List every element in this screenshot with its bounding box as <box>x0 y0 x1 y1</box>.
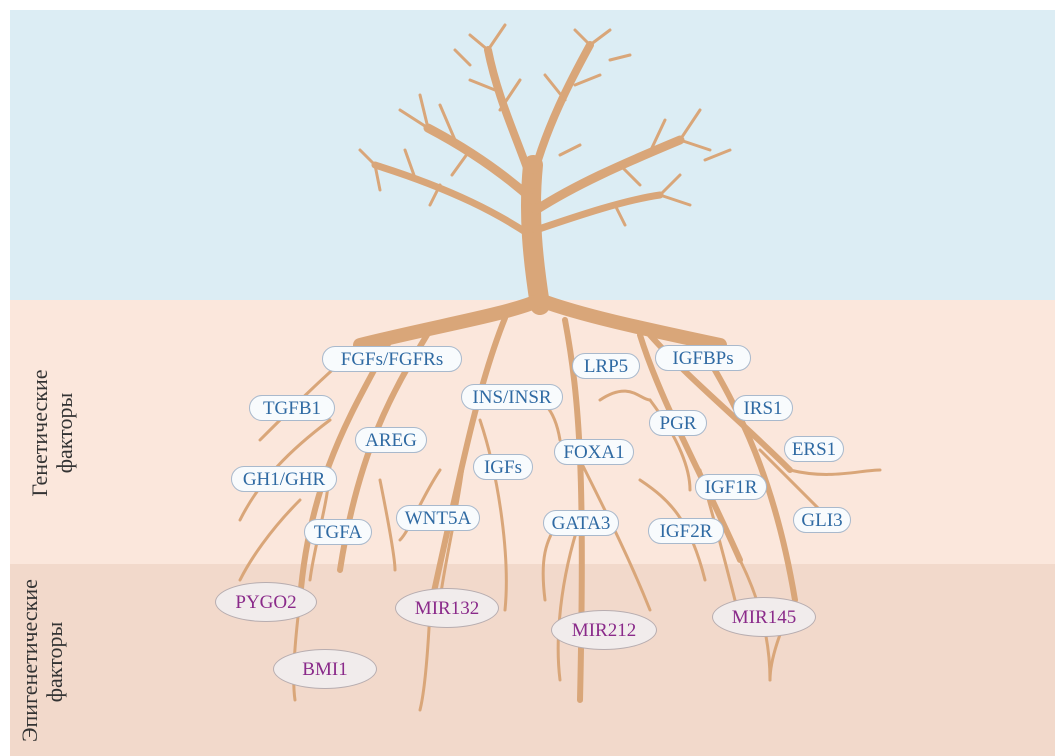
epigenetic-label-line2: факторы <box>42 582 67 742</box>
gene-tgfa: TGFA <box>304 519 372 545</box>
gene-irs1: IRS1 <box>733 395 793 421</box>
gene-igfs: IGFs <box>473 454 533 480</box>
gene-tgfb1: TGFB1 <box>249 395 335 421</box>
gene-gh1-ghr: GH1/GHR <box>231 466 337 492</box>
genetic-label-line1: Генетические <box>27 353 52 513</box>
gene-igf1r: IGF1R <box>695 474 767 500</box>
gene-gli3: GLI3 <box>793 507 851 533</box>
epi-bmi1: BMI1 <box>273 649 377 689</box>
gene-areg: AREG <box>355 427 427 453</box>
gene-fgfs-fgfrs: FGFs/FGFRs <box>322 346 462 372</box>
gene-wnt5a: WNT5A <box>396 505 480 531</box>
epigenetic-factors-label: Эпигенетические факторы <box>17 582 69 742</box>
genetic-label-line2: факторы <box>52 353 77 513</box>
gene-igf2r: IGF2R <box>648 518 724 544</box>
genetic-factors-label: Генетические факторы <box>27 353 79 513</box>
epi-pygo2: PYGO2 <box>215 582 317 622</box>
gene-gata3: GATA3 <box>543 510 619 536</box>
epi-mir212: MIR212 <box>551 610 657 650</box>
epi-mir145: MIR145 <box>712 597 816 637</box>
gene-ins-insr: INS/INSR <box>461 384 563 410</box>
gene-igfbps: IGFBPs <box>655 345 751 371</box>
gene-ers1: ERS1 <box>784 436 844 462</box>
gene-pgr: PGR <box>649 410 707 436</box>
gene-lrp5: LRP5 <box>572 353 640 379</box>
epi-mir132: MIR132 <box>395 588 499 628</box>
gene-foxa1: FOXA1 <box>554 439 634 465</box>
epigenetic-label-line1: Эпигенетические <box>17 582 42 742</box>
